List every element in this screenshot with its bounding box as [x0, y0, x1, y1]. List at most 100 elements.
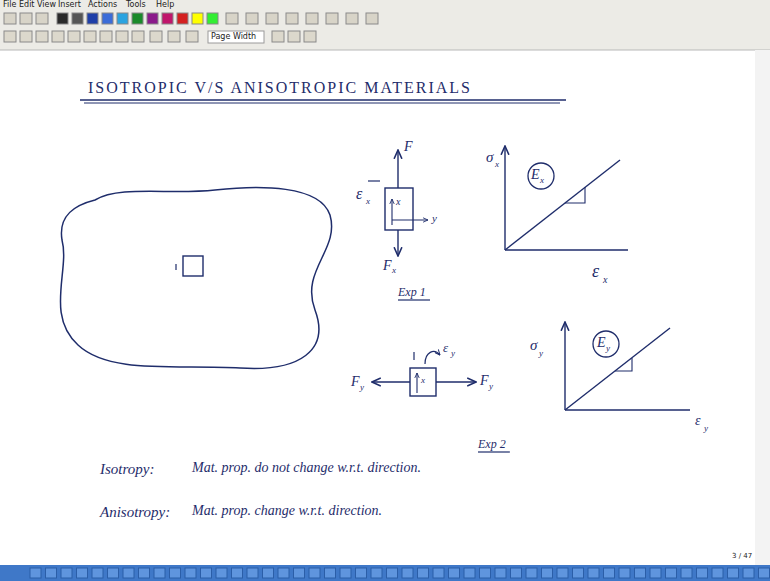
toolbar-edge [0, 50, 770, 51]
dash-mark [368, 180, 380, 181]
taskbar-button [371, 568, 382, 578]
axis-label: σ [530, 338, 537, 353]
taskbar-button [263, 568, 274, 578]
taskbar-button [170, 568, 181, 578]
element-square [183, 256, 203, 276]
taskbar-button [464, 568, 475, 578]
graph-axis [565, 409, 690, 410]
taskbar [0, 565, 770, 581]
taskbar-button [666, 568, 677, 578]
zoom-dropdown [208, 31, 264, 43]
taskbar-button [325, 568, 336, 578]
tool-icon [4, 13, 16, 24]
taskbar-button [511, 568, 522, 578]
taskbar-button [449, 568, 460, 578]
taskbar-button [650, 568, 661, 578]
graph-axis [564, 322, 565, 410]
label-underline [398, 299, 430, 300]
tool-icon [366, 13, 378, 24]
taskbar-button [154, 568, 165, 578]
taskbar-button [573, 568, 584, 578]
menu-item: Help [156, 1, 174, 9]
taskbar-button [216, 568, 227, 578]
tool-icon [246, 13, 258, 24]
axis-label: y [432, 213, 437, 224]
subscript: y [451, 349, 455, 358]
subscript: x [540, 176, 544, 185]
subscript: y [606, 344, 610, 353]
tool-icon [272, 31, 284, 42]
taskbar-button [247, 568, 258, 578]
taskbar-button [712, 568, 723, 578]
color-swatch-icon [72, 13, 83, 24]
taskbar-button [635, 568, 646, 578]
taskbar-button [185, 568, 196, 578]
axis-label: x [421, 376, 425, 385]
axis-label: ε [592, 262, 599, 280]
menu-item: Actions [88, 1, 117, 9]
title-underline [80, 99, 566, 100]
force-label: F [351, 375, 360, 389]
force-label: F [404, 140, 413, 154]
color-swatch-icon [57, 13, 68, 24]
taskbar-button [123, 568, 134, 578]
experiment-label: Exp 2 [478, 438, 506, 450]
subscript: x [495, 160, 499, 169]
definition-text: Mat. prop. change w.r.t. direction. [192, 504, 382, 518]
subscript: x [366, 197, 370, 206]
tool-icon [226, 13, 238, 24]
color-swatch-icon [207, 13, 218, 24]
menu-item: File [3, 1, 16, 9]
taskbar-button [728, 568, 739, 578]
tool-icon [150, 31, 162, 42]
circle-mark [593, 331, 619, 357]
definition-text: Mat. prop. do not change w.r.t. directio… [192, 461, 421, 475]
strain-label: ε [356, 186, 362, 202]
tool-icon [20, 31, 32, 42]
color-swatch-icon [177, 13, 188, 24]
color-swatch-icon [162, 13, 173, 24]
taskbar-button [92, 568, 103, 578]
tool-icon [4, 31, 16, 42]
title-underline [84, 103, 560, 104]
axis-label: ε [695, 414, 701, 428]
experiment-label: Exp 1 [398, 286, 426, 298]
taskbar-button [697, 568, 708, 578]
tool-icon [36, 31, 48, 42]
subscript: y [360, 383, 364, 392]
taskbar-button [108, 568, 119, 578]
curved-arrow [425, 352, 440, 364]
subscript: x [603, 275, 607, 285]
color-swatch-icon [132, 13, 143, 24]
definition-term: Isotropy: [100, 462, 154, 477]
taskbar-button [294, 568, 305, 578]
taskbar-button [356, 568, 367, 578]
tool-icon [84, 31, 96, 42]
menu-item: Edit [19, 1, 35, 9]
taskbar-button [340, 568, 351, 578]
tool-icon [304, 31, 316, 42]
tool-icon [326, 13, 338, 24]
force-arrow [397, 230, 398, 256]
color-swatch-icon [102, 13, 113, 24]
color-swatch-icon [147, 13, 158, 24]
taskbar-button [526, 568, 537, 578]
slope-triangle [565, 187, 585, 203]
specimen-square [385, 188, 413, 230]
tool-icon [36, 13, 48, 24]
menu-item: Tools [126, 1, 146, 9]
taskbar-button [433, 568, 444, 578]
taskbar-button [743, 568, 754, 578]
taskbar-button [557, 568, 568, 578]
subscript: y [704, 424, 708, 433]
axis-arrow [392, 219, 428, 220]
slope-triangle [615, 358, 632, 371]
force-label: F [383, 259, 392, 273]
taskbar-button [480, 568, 491, 578]
menu-item: View [37, 1, 56, 9]
tool-icon [306, 13, 318, 24]
tool-icon [100, 31, 112, 42]
taskbar-button [77, 568, 88, 578]
subscript: y [539, 349, 543, 358]
